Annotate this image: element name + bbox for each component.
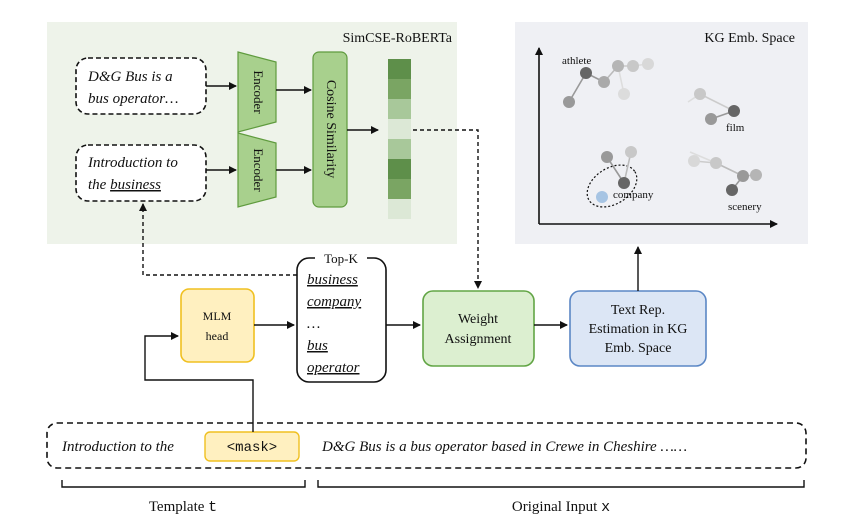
similarity-cell (388, 59, 411, 79)
film-cluster: film (687, 88, 745, 134)
template-label: Template t (149, 499, 217, 516)
template-bracket (61, 480, 306, 488)
film-label: film (726, 122, 745, 134)
kg-background (515, 22, 808, 244)
scenery-cluster: scenery (688, 151, 762, 213)
input-bar: Introduction to the <mask> D&G Bus is a … (46, 422, 807, 469)
encoder-1 (237, 51, 277, 133)
sentence-1-line-1: D&G Bus is a (87, 69, 173, 85)
estimated-text-node (596, 191, 608, 203)
athlete-cluster: athlete (562, 55, 654, 108)
original-label: Original Input x (512, 499, 610, 516)
weight-line-2: Assignment (445, 332, 512, 347)
connectors (139, 129, 642, 432)
encoder-2 (237, 132, 277, 208)
topk-title-bg (315, 249, 367, 267)
simcse-panel: SimCSE-RoBERTa D&G Bus is a bus operator… (47, 22, 457, 244)
text-rep-line-1: Text Rep. (611, 303, 665, 318)
brackets: Template t Original Input x (61, 480, 805, 516)
similarity-cell (388, 119, 411, 139)
text-rep-line-2: Estimation in KG (589, 322, 688, 337)
original-bracket (317, 480, 805, 488)
topk-item-4: bus (307, 338, 328, 354)
encoder-2-label: Encoder (251, 148, 266, 192)
topk-item-2: company (307, 294, 361, 310)
simcse-title: SimCSE-RoBERTa (343, 31, 453, 46)
similarity-vector (388, 59, 411, 219)
scenery-node (726, 184, 738, 196)
mask-token-box (204, 431, 300, 462)
sentence-1-line-2: bus operator… (88, 91, 178, 107)
similarity-cell (388, 179, 411, 199)
arrow-topk-to-sentence2 (139, 203, 297, 276)
scenery-label: scenery (728, 201, 762, 213)
text-rep-line-3: Emb. Space (605, 341, 672, 356)
kg-title: KG Emb. Space (704, 31, 795, 46)
mlm-head-box (180, 288, 255, 363)
template-text: Introduction to the (61, 439, 174, 455)
original-input-text: D&G Bus is a bus operator based in Crewe… (321, 439, 687, 455)
similarity-cell (388, 159, 411, 179)
topk-item-1: business (307, 272, 358, 288)
weight-line-1: Weight (458, 312, 498, 327)
arrow-mask-to-mlm (144, 332, 254, 432)
weight-assignment: Weight Assignment (422, 290, 535, 367)
sentence-2-line-2: the business (88, 177, 161, 193)
company-label: company (613, 189, 654, 201)
topk-box: Top-K business company … bus operator (296, 249, 387, 383)
company-group-outline (586, 164, 638, 208)
encoder-1-label: Encoder (251, 70, 266, 114)
topk-item-5: operator (307, 360, 360, 376)
kg-panel: KG Emb. Space athlete (515, 22, 808, 244)
sentence-box-2 (75, 144, 207, 202)
athlete-label: athlete (562, 55, 591, 67)
company-cluster: company (586, 146, 654, 208)
similarity-cell (388, 139, 411, 159)
mlm-head-line-1: MLM (203, 309, 232, 323)
topk-item-3: … (307, 316, 320, 332)
film-node (728, 105, 740, 117)
mlm-head: MLM head (180, 288, 255, 363)
mlm-head-line-2: head (206, 329, 229, 343)
topk-title: Top-K (324, 251, 358, 266)
mask-token: <mask> (227, 440, 277, 456)
similarity-cell (388, 199, 411, 219)
arrow-similarity-to-weight (413, 129, 482, 289)
similarity-cell (388, 99, 411, 119)
cosine-similarity-label: Cosine Similarity (323, 80, 338, 178)
athlete-node (580, 67, 592, 79)
similarity-cell (388, 79, 411, 99)
company-node (618, 177, 630, 189)
weight-assignment-box (422, 290, 535, 367)
sentence-2-line-1: Introduction to (87, 155, 178, 171)
text-rep-estimation: Text Rep. Estimation in KG Emb. Space (569, 290, 707, 367)
